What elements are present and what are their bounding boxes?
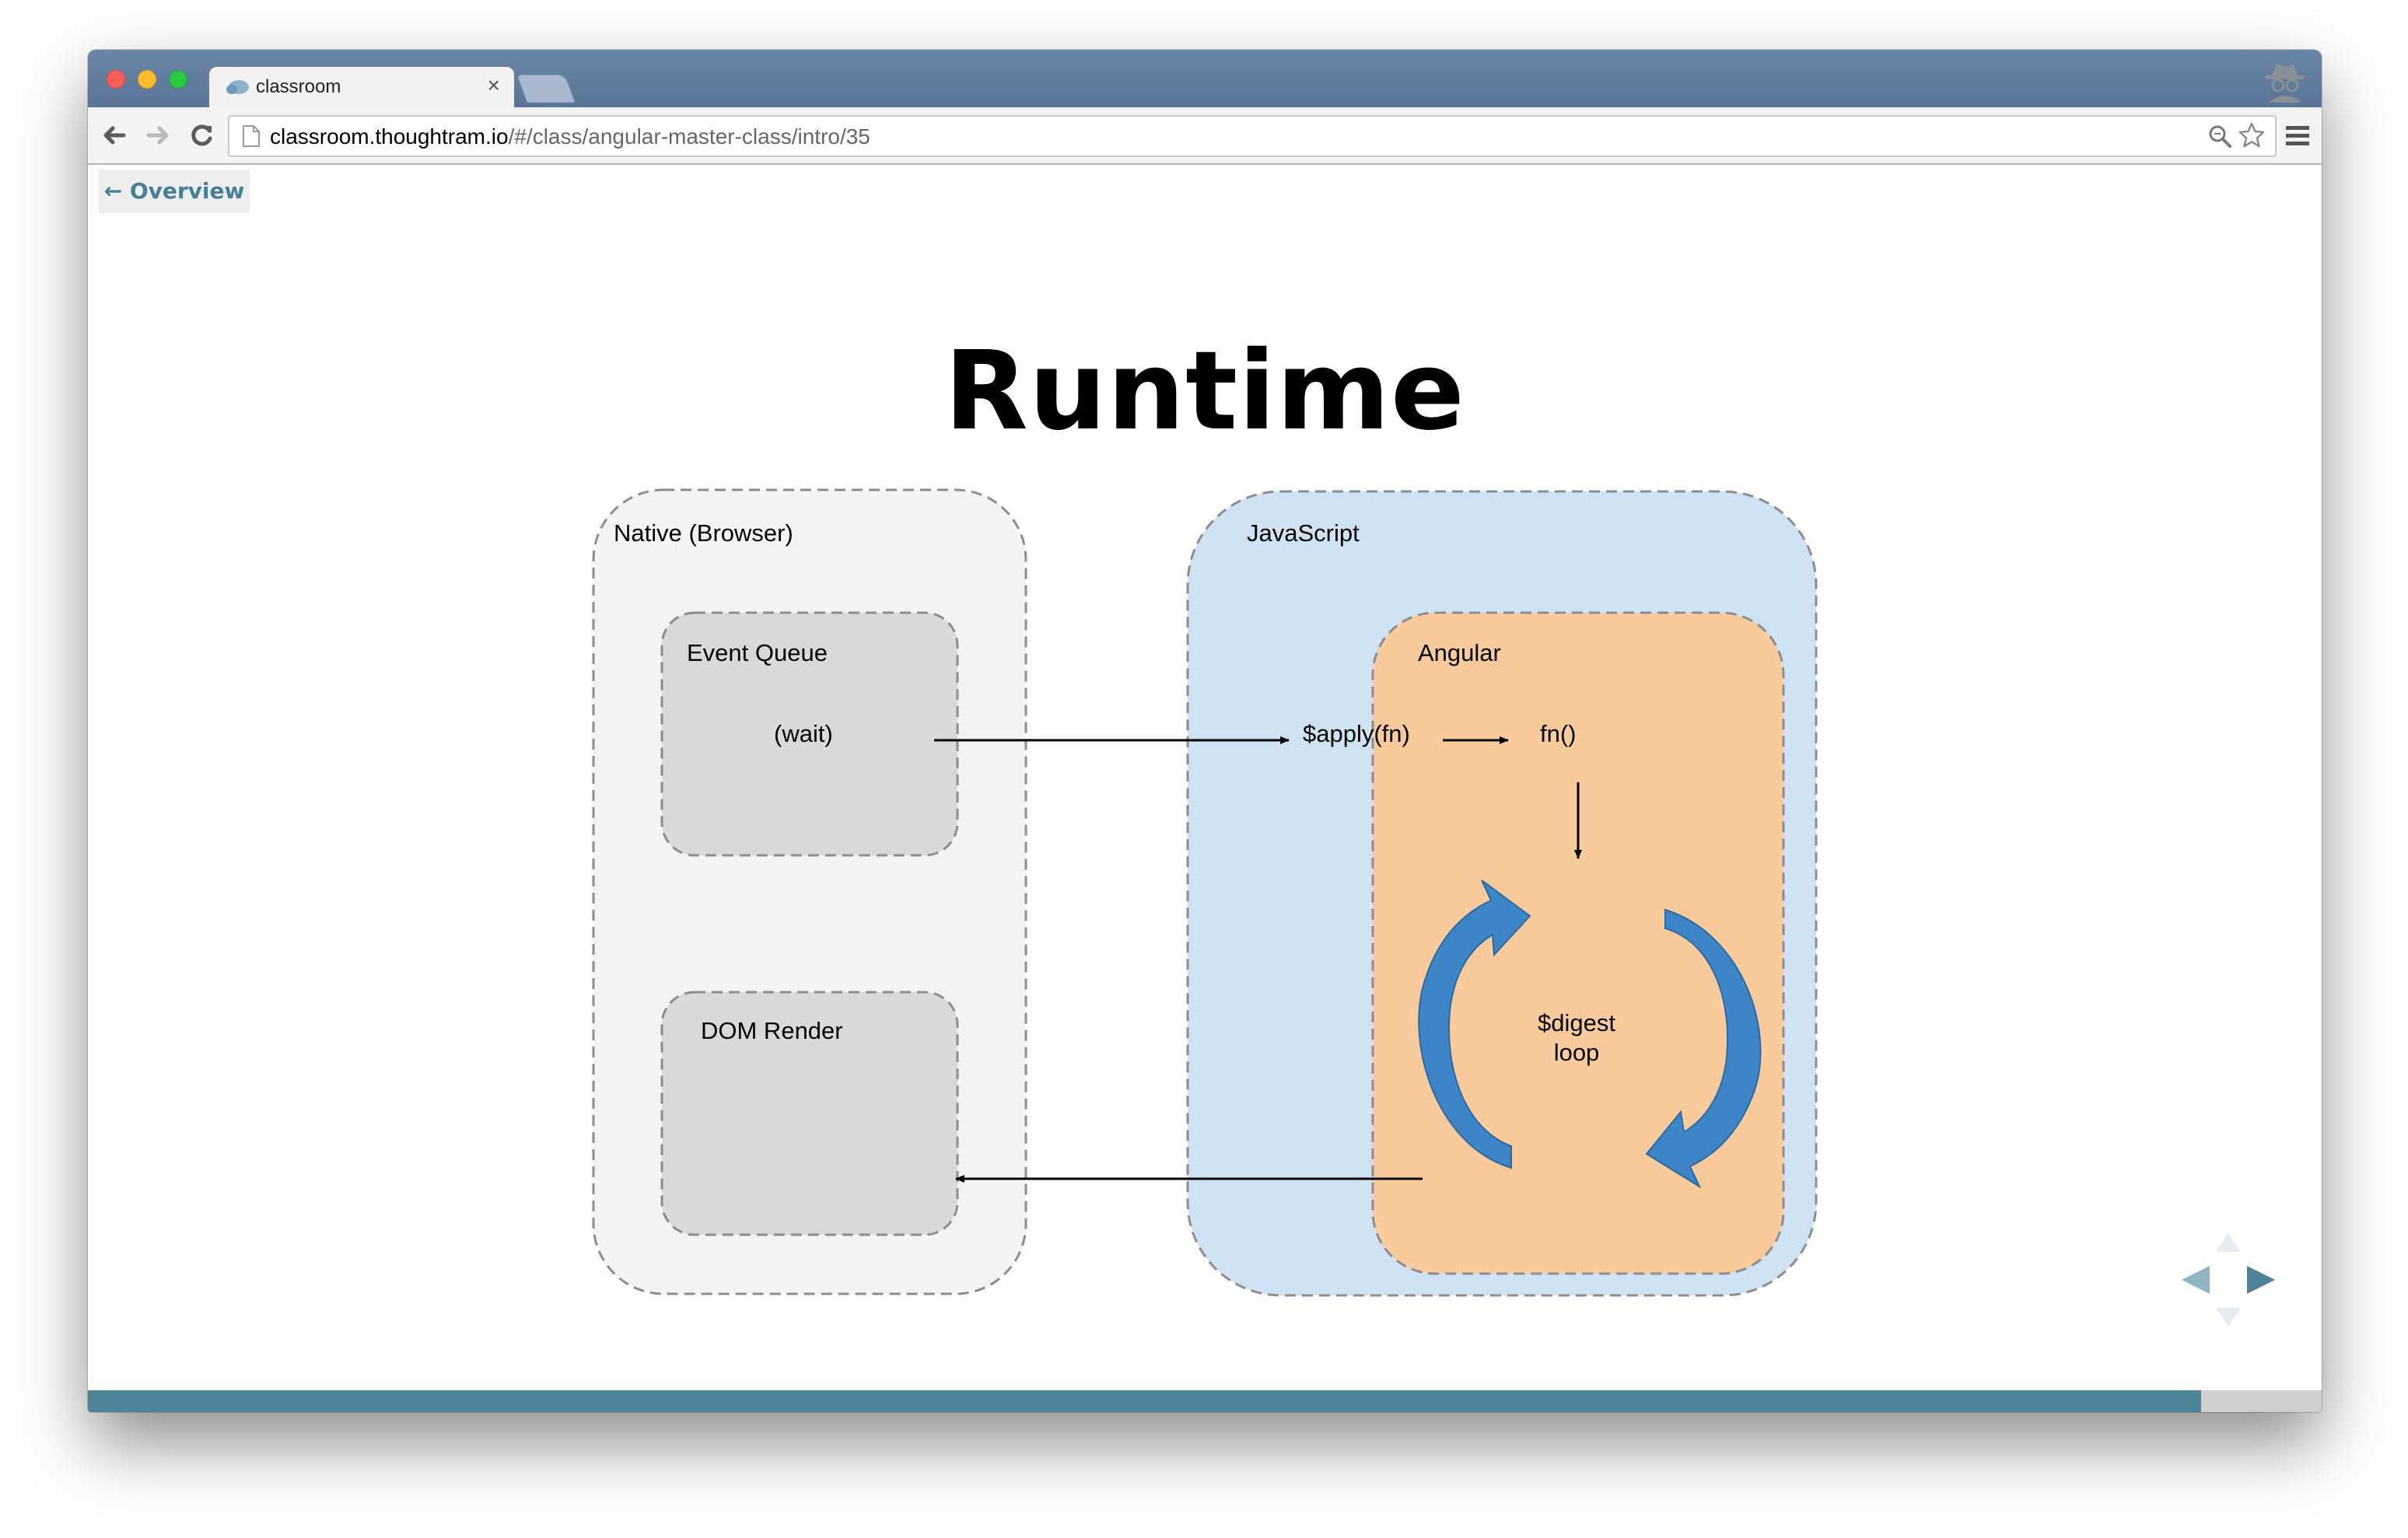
slide-progress-bar [88,1390,2322,1412]
close-window-button[interactable] [107,70,125,89]
browser-tab[interactable]: classroom × [209,67,514,107]
fn-label: fn() [1540,720,1577,747]
minimize-window-button[interactable] [138,70,156,89]
dom-render-label: DOM Render [701,1017,843,1044]
url-path: /#/class/angular-master-class/intro/35 [508,124,870,149]
apply-label: $apply(fn) [1303,720,1410,747]
nav-right-icon[interactable] [2247,1266,2275,1294]
url-host: classroom.thoughtram.io [270,124,509,149]
nav-down-icon[interactable] [2216,1308,2241,1327]
wait-label: (wait) [774,720,833,747]
hamburger-menu-icon[interactable] [2284,121,2311,149]
address-bar[interactable]: classroom.thoughtram.io/#/class/angular-… [228,115,2277,157]
star-icon[interactable] [2238,121,2266,149]
new-tab-button[interactable] [516,75,576,103]
back-arrow-icon[interactable] [99,120,130,151]
overview-button[interactable]: ← Overview [99,170,250,213]
event-queue-box [660,611,959,857]
digest-label-line1: $digest [1538,1009,1615,1036]
runtime-diagram: Native (Browser) Event Queue (wait) DOM … [592,488,1818,1297]
favicon-icon [226,80,249,94]
dom-render-box [660,991,959,1236]
tab-title: classroom [256,76,341,97]
angular-box [1371,611,1785,1275]
nav-left-icon[interactable] [2182,1266,2210,1294]
incognito-icon [2266,64,2305,103]
digest-loop-left-arrow [1418,879,1531,1169]
search-icon[interactable] [2208,124,2231,148]
forward-arrow-icon[interactable] [142,120,173,151]
reload-icon[interactable] [186,120,217,151]
page-icon [243,125,260,147]
slide-title: Runtime [944,328,1465,455]
native-browser-label: Native (Browser) [614,519,793,547]
angular-label: Angular [1418,639,1501,666]
slide-navigation [2182,1233,2275,1327]
url-text: classroom.thoughtram.io/#/class/angular-… [270,124,870,149]
browser-toolbar: classroom.thoughtram.io/#/class/angular-… [88,107,2322,165]
browser-window: classroom × classroom. [88,50,2322,1412]
tab-close-icon[interactable]: × [487,73,500,97]
digest-loop-right-arrow [1645,908,1762,1189]
slide-progress-fill [88,1390,2201,1412]
event-queue-label: Event Queue [687,639,828,666]
page-content: ← Overview Runtime Native (Browser) Even… [88,165,2322,1412]
javascript-label: JavaScript [1247,519,1360,547]
title-bar: classroom × [88,50,2322,107]
nav-up-icon[interactable] [2216,1233,2241,1252]
digest-label-line2: loop [1554,1039,1600,1066]
maximize-window-button[interactable] [169,70,187,89]
